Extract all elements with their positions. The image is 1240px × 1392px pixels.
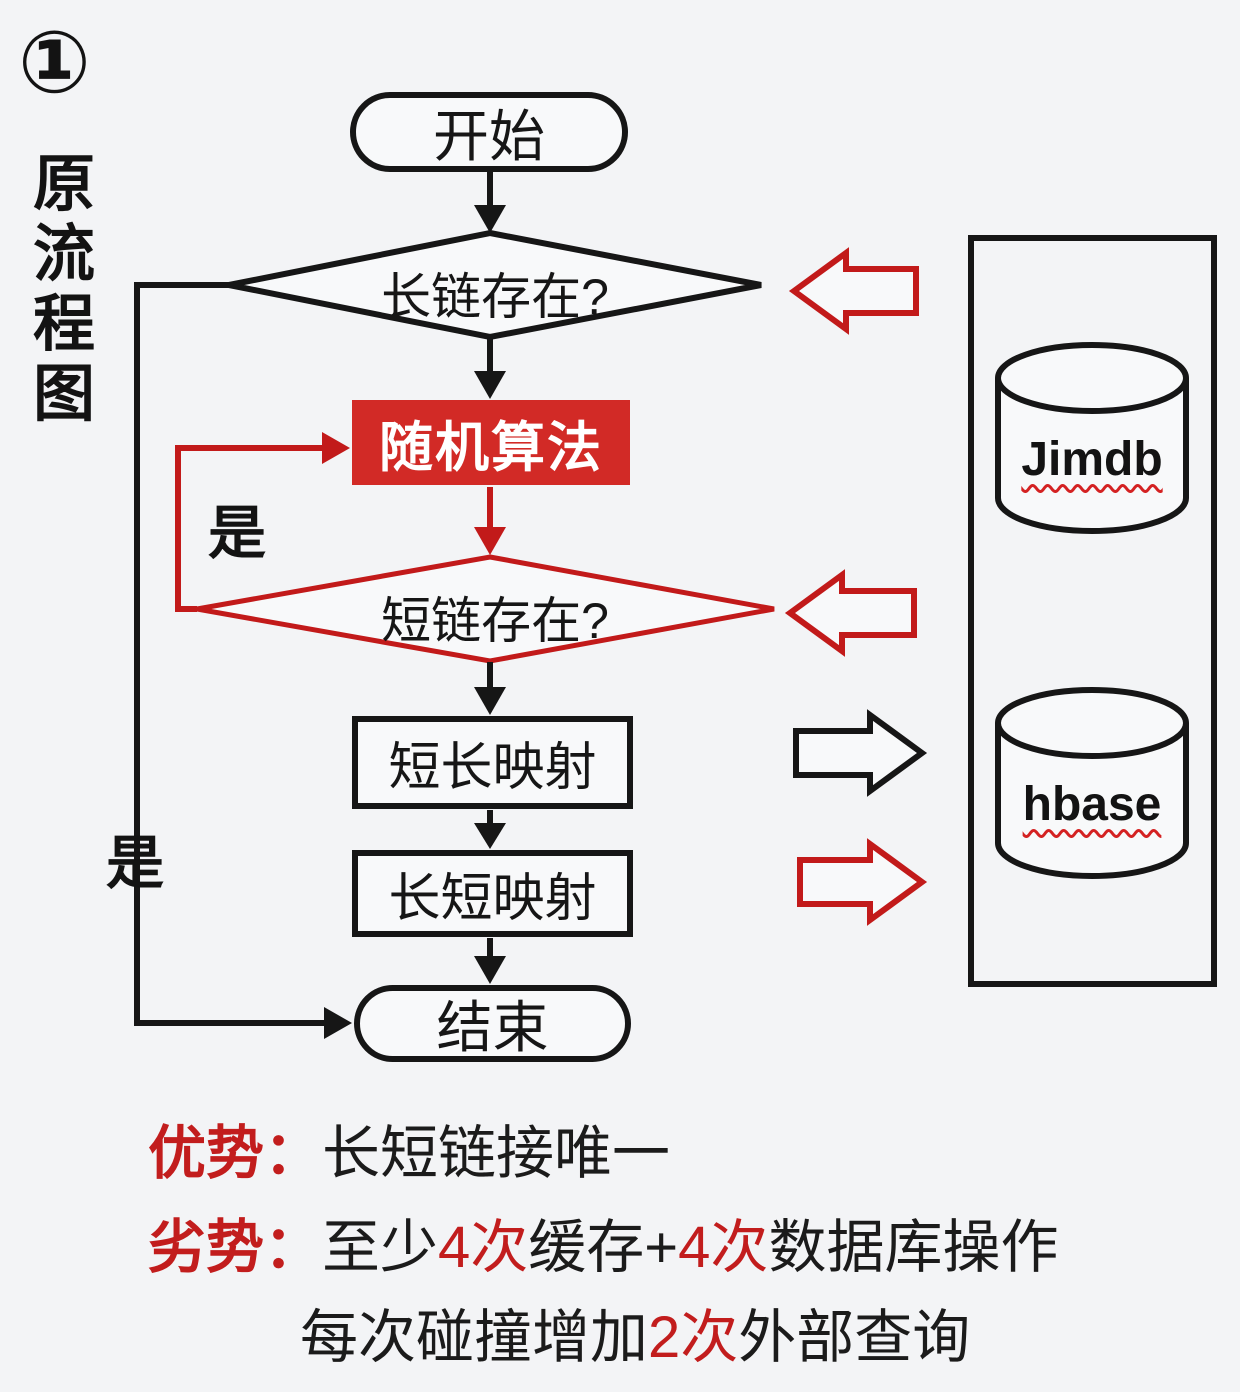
disadvantage-label: 劣势： (148, 1215, 323, 1280)
advantage-label: 优势： (148, 1121, 323, 1186)
long-link-decision-label: 长链存在? (381, 269, 609, 325)
disadvantage-line: 劣势：至少4次缓存+4次数据库操作 (148, 1215, 1059, 1280)
short-link-decision-label: 短链存在? (381, 593, 609, 649)
end-node: 结束 (354, 985, 631, 1062)
disadvantage-line2: 每次碰撞增加2次外部查询 (300, 1305, 971, 1370)
flow-arrow-mapping2-to-end (474, 938, 506, 984)
flow-arrow-start-to-decision1 (474, 172, 506, 233)
yes-label-short-link: 是 (208, 501, 267, 566)
cache-read-arrow-long-link (788, 247, 919, 335)
advantage-text: 长短链接唯一 (322, 1121, 671, 1186)
database-panel (968, 235, 1217, 987)
jimdb-label: Jimdb (1021, 433, 1163, 486)
flow-arrow-decision1-to-random (474, 337, 506, 399)
flow-arrow-mapping1-to-mapping2 (474, 810, 506, 849)
random-algorithm-node: 随机算法 (352, 400, 630, 485)
yes-loop-long-link (134, 282, 352, 1039)
flow-arrow-random-to-decision2 (474, 487, 506, 555)
advantage-line: 优势：长短链接唯一 (148, 1106, 670, 1190)
db-write-arrow-long-short (797, 838, 928, 926)
start-node: 开始 (350, 92, 628, 172)
flow-arrow-decision2-to-mapping1 (474, 662, 506, 715)
cache-read-arrow-short-link (784, 569, 917, 657)
short-long-mapping-node: 短长映射 (352, 716, 633, 809)
long-short-mapping-node: 长短映射 (352, 850, 633, 937)
db-write-arrow-short-long (793, 709, 928, 797)
index-badge: ① (18, 15, 91, 111)
yes-label-long-link: 是 (106, 831, 165, 896)
hbase-label: hbase (1022, 778, 1162, 831)
page-title: 原流程图 (32, 150, 95, 430)
